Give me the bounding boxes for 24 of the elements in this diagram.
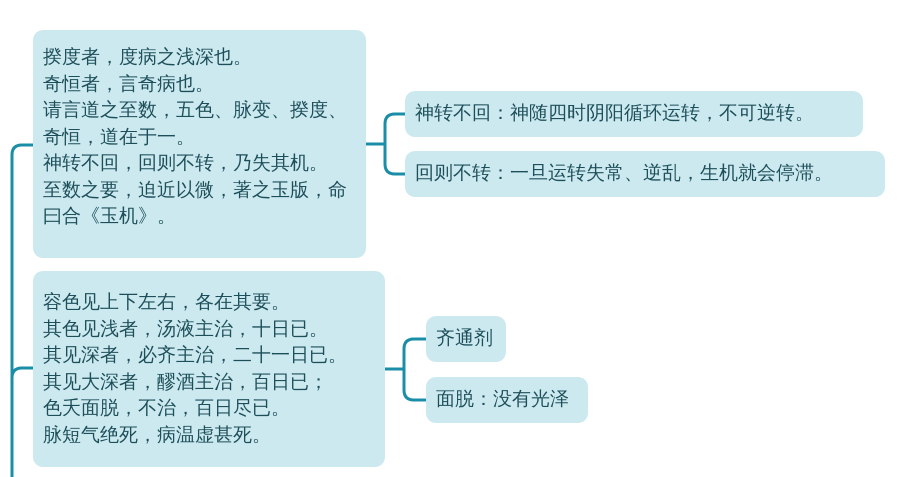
connector-line — [10, 366, 33, 477]
topic-text: 容色见上下左右，各在其要。 — [43, 290, 291, 315]
topic-box — [426, 377, 588, 423]
connector-line — [385, 368, 426, 402]
topic-text: 其见深者，必齐主治，二十一日已。 — [43, 343, 348, 368]
topic-text: 脉短气绝死，病温虚甚死。 — [43, 422, 272, 448]
topic-text: 其色见浅者，汤液主治，十日已。 — [43, 316, 329, 342]
topic-text: 面脱：没有光泽 — [436, 387, 570, 412]
topic-box — [33, 30, 366, 258]
topic-box — [33, 271, 385, 467]
topic-text: 齐通剂 — [436, 326, 494, 351]
topic-text: 神转不回：神随四时阴阳循环运转，不可逆转。 — [415, 101, 815, 126]
topic-text: 色夭面脱，不治，百日尽已。 — [43, 396, 291, 421]
topic-text: 揆度者，度病之浅深也。 — [43, 45, 253, 70]
topic-text: 奇恒者，言奇病也。 — [43, 72, 215, 96]
topic-box — [405, 151, 885, 197]
connector-line — [366, 142, 405, 176]
topic-text: 回则不转：一旦运转失常、逆乱，生机就会停滞。 — [415, 161, 834, 186]
topic-text: 至数之要，迫近以微，著之玉版，命曰合《玉机》。 — [43, 178, 348, 229]
topic-text: 神转不回，回则不转，乃失其机。 — [43, 151, 329, 176]
topic-box — [426, 316, 506, 362]
topic-text: 其见大深者，醪酒主治，百日已； — [43, 370, 329, 394]
topic-text: 请言道之至数，五色、脉变、揆度、奇恒，道在于一。 — [43, 98, 348, 150]
topic-box — [405, 91, 863, 137]
